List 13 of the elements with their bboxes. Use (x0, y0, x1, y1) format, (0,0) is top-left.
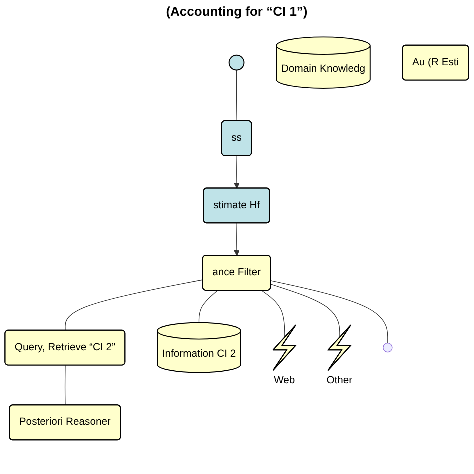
node-caption: Web (274, 376, 296, 387)
arrow (234, 156, 240, 189)
connector (262, 290, 286, 338)
connector (65, 280, 204, 332)
arrow (234, 223, 240, 256)
node-caption: Other (326, 376, 353, 387)
connector (270, 280, 388, 344)
node-ellipse (228, 55, 245, 71)
connector (198, 290, 218, 324)
connector (270, 284, 340, 338)
note-text: (Accounting for “CI 1”) (166, 4, 308, 19)
connector (236, 70, 238, 122)
connector (64, 365, 66, 406)
